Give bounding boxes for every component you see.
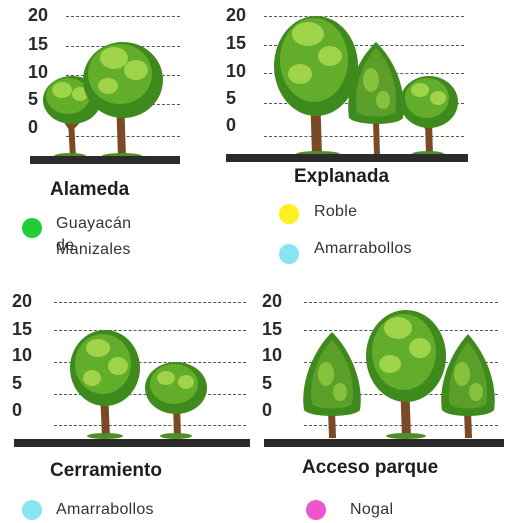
gridline-20 [264,16,464,17]
scale-tick-20: 20 [12,291,33,311]
scale-tick-0: 0 [12,400,23,420]
tree-roble [274,16,358,157]
tree-amarrabollos-tall [70,330,140,439]
scale-tick-15: 15 [226,33,247,53]
scale-tick-5: 5 [28,89,39,109]
scale-tick-0: 0 [262,400,273,420]
tree-nogal-left [303,332,361,438]
gridline-0 [264,136,464,137]
scale-tick-10: 10 [262,345,283,365]
gridline-0 [304,425,498,426]
scale-tick-15: 15 [12,319,33,339]
scale-tick-10: 10 [226,61,247,81]
legend-dot-amarrabollos [22,500,42,520]
ground-line [30,156,180,164]
gridline-20 [54,302,246,303]
scale-tick-10: 10 [28,62,49,82]
gridline-0 [54,425,246,426]
gridline-20 [66,16,180,17]
ground-line [14,439,250,447]
tree-roble-small [400,76,458,157]
scale-tick-20: 20 [262,291,283,311]
legend-dot-guayacan [22,218,42,238]
legend-label-line2: Manizales [56,241,131,258]
scale-tick-15: 15 [28,34,49,54]
tree-nogal-center [366,310,446,439]
legend-label-line1: Guayacán de [56,215,132,254]
legend-label-amarrabollos: Amarrabollos [314,240,412,257]
legend-label-roble: Roble [314,203,358,220]
tree-guayacan-tall [83,42,163,159]
ground-line [264,439,504,447]
scale-tick-20: 20 [226,5,247,25]
legend-dot-nogal [306,500,326,520]
legend-label-amarrabollos: Amarrabollos [56,501,154,518]
gridline-20 [304,302,498,303]
legend-dot-roble [279,204,299,224]
panel-title: Alameda [50,179,130,200]
scale-tick-0: 0 [28,117,39,137]
ground-line [226,154,468,162]
legend-dot-amarrabollos [279,244,299,264]
tree-nogal-right [441,334,495,438]
panel-title: Explanada [294,166,390,187]
tree-amarrabollos [348,42,404,156]
scale-tick-20: 20 [28,5,49,25]
legend-label-nogal: Nogal [350,501,394,518]
gridline-15 [54,330,246,331]
scale-tick-10: 10 [12,345,33,365]
scale-tick-0: 0 [226,115,237,135]
gridline-15 [264,45,464,46]
scale-tick-5: 5 [262,373,273,393]
panel-title: Cerramiento [50,460,162,481]
scale-tick-15: 15 [262,319,283,339]
scale-tick-5: 5 [12,373,23,393]
gridline-10 [54,362,246,363]
panel-title: Acceso parque [302,457,439,478]
tree-amarrabollos-small [145,362,207,439]
scale-tick-5: 5 [226,88,237,108]
